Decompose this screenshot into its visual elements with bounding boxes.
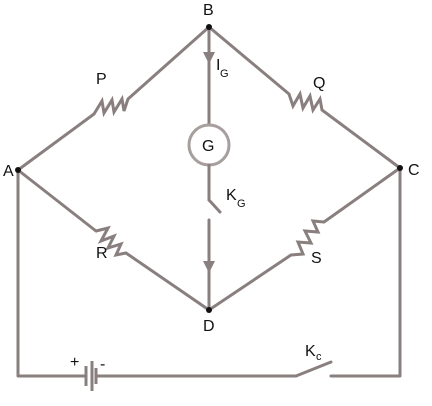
node-label-B: B: [203, 2, 214, 19]
battery-minus-label: -: [100, 356, 105, 373]
galvanometer-current-label: I: [216, 57, 220, 74]
current-arrow-down-icon: [203, 52, 215, 64]
galvanometer-symbol: G: [202, 138, 214, 155]
galvanometer-key-label: K: [226, 187, 237, 204]
galvanometer-key-switch: [207, 198, 222, 214]
cell-key-label: K: [305, 343, 316, 360]
resistor-S: [290, 219, 325, 257]
galvanometer-branch: [187, 25, 231, 312]
wire-A-to-R: [16, 168, 98, 233]
arm-AD-with-resistor-R: [16, 168, 211, 312]
resistor-Q: [287, 89, 324, 114]
cell-key-switch: [294, 360, 333, 378]
current-arrow-down-lower-icon: [203, 261, 215, 273]
resistor-label-Q: Q: [313, 75, 325, 92]
galvanometer-key-subscript: G: [237, 198, 246, 210]
node-D-dot: [206, 307, 212, 313]
wire-P-to-B: [126, 25, 211, 101]
arm-AB-with-resistor-P: [16, 25, 211, 172]
node-C-dot: [397, 165, 403, 171]
wire-A-to-P: [16, 112, 96, 172]
cell-key-subscript: c: [316, 351, 322, 363]
wire-S-to-C: [322, 166, 402, 224]
node-B-dot: [206, 24, 212, 30]
node-label-D: D: [203, 318, 215, 335]
node-A-dot: [15, 167, 21, 173]
resistor-R: [95, 225, 127, 258]
battery-loop: [16, 166, 402, 391]
wire-key-to-C: [329, 166, 402, 378]
wire-R-to-D: [124, 251, 211, 312]
wire-Q-to-C: [320, 108, 402, 170]
resistor-P: [92, 94, 130, 118]
galvanometer-current-subscript: G: [220, 68, 229, 80]
resistor-label-S: S: [311, 250, 322, 267]
node-label-A: A: [3, 163, 14, 180]
wire-B-to-Q: [207, 25, 291, 96]
node-label-C: C: [408, 162, 420, 179]
arm-BC-with-resistor-Q: [207, 25, 402, 170]
wire-D-to-S: [207, 253, 293, 312]
wire-A-to-battery: [16, 168, 86, 378]
arm-DC-with-resistor-S: [207, 166, 402, 312]
resistor-label-P: P: [96, 71, 107, 88]
battery-plus-label: +: [70, 354, 79, 371]
resistor-label-R: R: [96, 245, 108, 262]
